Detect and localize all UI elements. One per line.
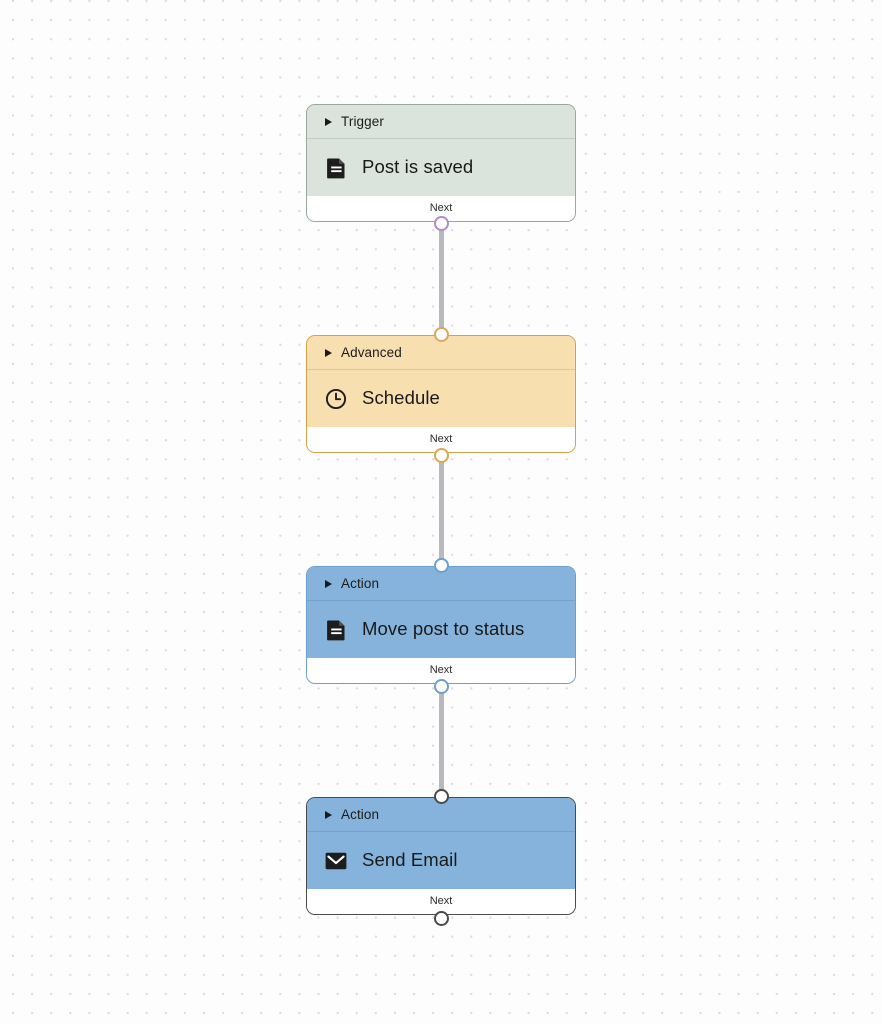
node-type-label: Trigger <box>341 113 384 129</box>
node-advanced-schedule[interactable]: Advanced Schedule Next <box>306 335 576 453</box>
node-body-action-move-post[interactable]: Move post to status <box>307 601 575 658</box>
node-title: Schedule <box>362 387 440 409</box>
envelope-icon <box>325 850 347 872</box>
document-icon <box>325 157 347 179</box>
node-body-action-send-email[interactable]: Send Email <box>307 832 575 889</box>
node-action-send-email[interactable]: Action Send Email Next <box>306 797 576 915</box>
edge-trigger-to-advanced[interactable] <box>438 224 444 334</box>
node-title: Move post to status <box>362 618 525 640</box>
edge-move-post-to-send-email[interactable] <box>438 687 444 797</box>
caret-right-icon[interactable] <box>325 348 332 357</box>
node-body-trigger[interactable]: Post is saved <box>307 139 575 196</box>
node-type-label: Advanced <box>341 344 402 360</box>
node-next-label: Next <box>429 664 453 676</box>
node-footer-advanced[interactable]: Next <box>307 427 575 452</box>
node-next-label: Next <box>429 895 453 907</box>
caret-right-icon[interactable] <box>325 810 332 819</box>
caret-right-icon[interactable] <box>325 117 332 126</box>
output-port-advanced[interactable] <box>433 448 449 463</box>
node-trigger-post-is-saved[interactable]: Trigger Post is saved Next <box>306 104 576 222</box>
output-port-action-send-email[interactable] <box>433 911 449 926</box>
node-next-label: Next <box>429 202 453 214</box>
node-title: Send Email <box>362 849 458 871</box>
document-icon <box>325 619 347 641</box>
input-port-advanced[interactable] <box>433 327 449 342</box>
input-port-action-move-post[interactable] <box>433 558 449 573</box>
node-footer-action-send-email[interactable]: Next <box>307 889 575 914</box>
output-port-trigger[interactable] <box>433 216 449 231</box>
output-port-action-move-post[interactable] <box>433 679 449 694</box>
node-action-move-post-to-status[interactable]: Action Move post to status Next <box>306 566 576 684</box>
input-port-action-send-email[interactable] <box>433 789 449 804</box>
node-body-advanced[interactable]: Schedule <box>307 370 575 427</box>
node-title: Post is saved <box>362 156 474 178</box>
node-type-label: Action <box>341 575 380 591</box>
node-header-trigger[interactable]: Trigger <box>307 105 575 139</box>
node-next-label: Next <box>429 433 453 445</box>
node-footer-action-move-post[interactable]: Next <box>307 658 575 683</box>
clock-icon <box>325 388 347 410</box>
edge-advanced-to-move-post[interactable] <box>438 456 444 566</box>
caret-right-icon[interactable] <box>325 579 332 588</box>
node-type-label: Action <box>341 806 380 822</box>
